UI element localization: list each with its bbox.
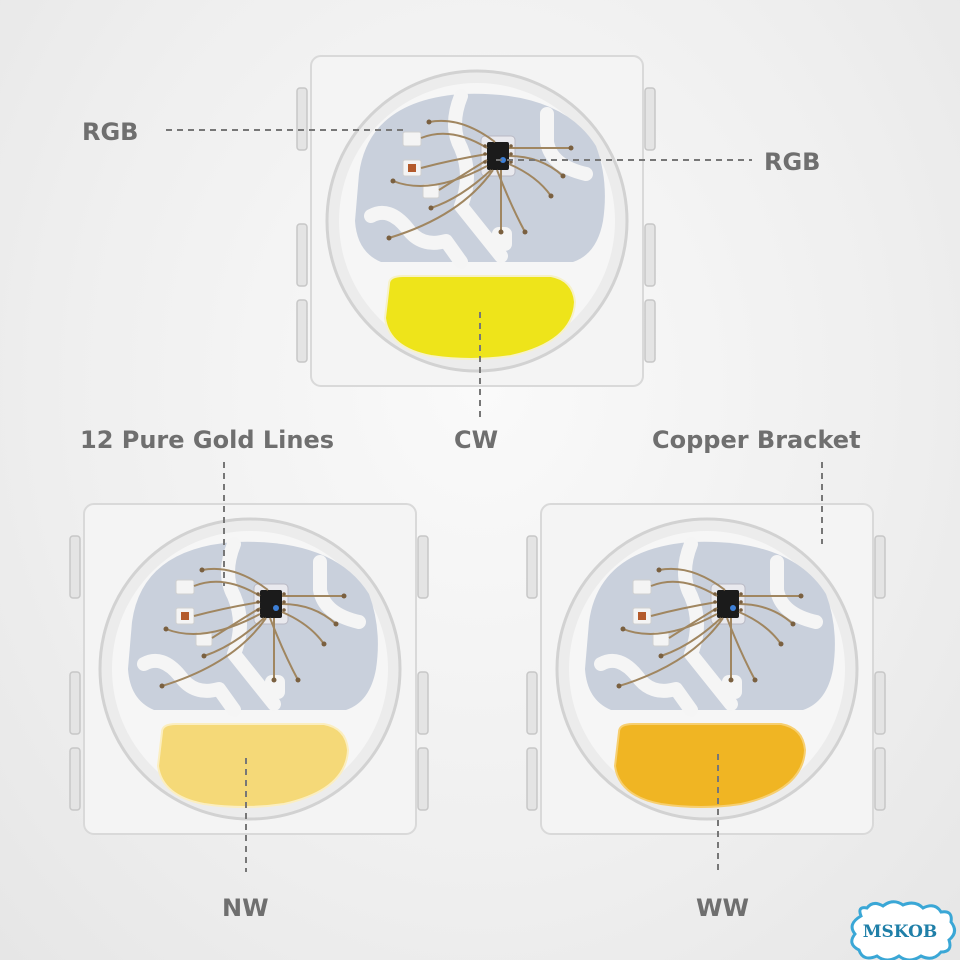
brand-badge: MSKOB xyxy=(850,900,956,960)
label-ww: WW xyxy=(696,894,749,922)
phosphor-ww xyxy=(613,723,807,808)
phosphor-nw xyxy=(156,723,350,808)
label-nw: NW xyxy=(222,894,269,922)
led-cw xyxy=(297,56,655,386)
led-ww xyxy=(527,504,885,834)
label-copper-bracket: Copper Bracket xyxy=(652,426,861,454)
label-gold-lines: 12 Pure Gold Lines xyxy=(80,426,335,454)
led-nw xyxy=(70,504,428,834)
label-cw: CW xyxy=(454,426,499,454)
label-rgb-right: RGB xyxy=(764,148,821,176)
label-rgb-left: RGB xyxy=(82,118,139,146)
brand-badge-text: MSKOB xyxy=(863,922,938,942)
